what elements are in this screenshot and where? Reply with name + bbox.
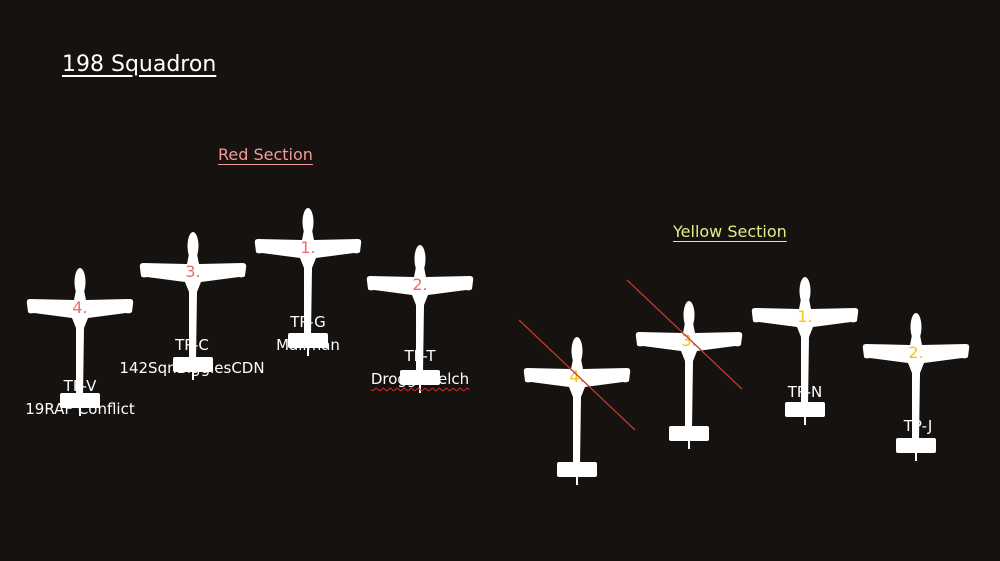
yellow-plane-4-label: - (574, 445, 580, 463)
callsign: TP-V (63, 377, 97, 395)
red-plane-4: 4. (26, 268, 134, 423)
yellow-plane-2: 2. (862, 313, 970, 468)
yellow-plane-3-label: - (686, 406, 692, 424)
callsign: TP-T (404, 347, 436, 365)
position-number: 3. (681, 331, 697, 350)
callsign: TP-C (175, 336, 209, 354)
yellow-plane-1: 1. (751, 277, 859, 432)
red-plane-2: 2. (366, 245, 474, 400)
pilot-name: Mailman (276, 336, 340, 354)
pilot-name: 142SqnBigglesCDN (119, 359, 265, 377)
position-number: 4. (72, 298, 88, 317)
plane-icon (751, 277, 859, 432)
yellow-plane-2-label: TP-J (903, 417, 933, 435)
position-number: 1. (300, 238, 316, 257)
red-plane-2-label: TP-T Droggelkelch (320, 345, 520, 391)
pilot-name: Droggelkelch (370, 370, 470, 388)
plane-icon (635, 301, 743, 456)
position-number: 2. (412, 275, 428, 294)
red-section-heading: Red Section (218, 145, 313, 164)
red-plane-3-label: TP-C 142SqnBigglesCDN (92, 334, 292, 380)
red-plane-1-label: TP-G Mailman (208, 311, 408, 357)
red-plane-4-label: TP-V 19RAF Conflict (0, 375, 180, 421)
callsign: TP-G (290, 313, 326, 331)
red-plane-1: 1. (254, 208, 362, 363)
plane-icon (862, 313, 970, 468)
position-number: 4. (569, 367, 585, 386)
yellow-plane-3: 3. (635, 301, 743, 456)
yellow-plane-1-label: TP-N (787, 383, 823, 401)
page-title: 198 Squadron (62, 52, 217, 77)
pilot-name: 19RAF Conflict (25, 400, 135, 418)
position-number: 3. (185, 262, 201, 281)
position-number: 1. (797, 307, 813, 326)
red-plane-3: 3. (139, 232, 247, 387)
position-number: 2. (908, 343, 924, 362)
yellow-section-heading: Yellow Section (673, 222, 787, 241)
